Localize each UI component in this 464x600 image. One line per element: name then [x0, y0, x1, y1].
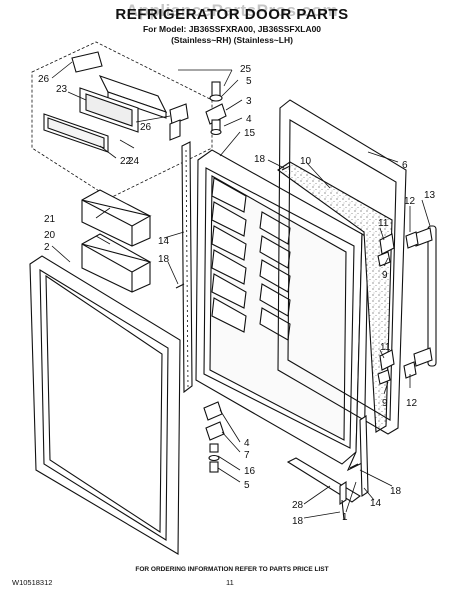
- handle-mounts: [377, 231, 419, 385]
- callout-28: 28: [292, 500, 304, 511]
- door-shelf-20: [81, 233, 152, 293]
- variant-line: (Stainless~RH) (Stainless~LH): [171, 35, 293, 45]
- callout-9: 9: [382, 398, 388, 409]
- callout-22: 22: [120, 156, 132, 167]
- outer-door-panel: [346, 232, 369, 472]
- callout-3: 3: [246, 96, 252, 107]
- bottom-trim: [286, 457, 361, 506]
- door-bin-assembly: [43, 51, 189, 153]
- callout-25: 25: [240, 64, 252, 75]
- callout-18: 18: [158, 254, 170, 265]
- callout-5: 5: [244, 480, 250, 491]
- callout-1: 1: [342, 512, 348, 523]
- callout-20: 20: [44, 230, 56, 241]
- callout-24: 24: [128, 156, 140, 167]
- callout-23: 23: [56, 84, 68, 95]
- door-handle: [413, 225, 437, 367]
- callout-14: 14: [158, 236, 170, 247]
- door-shelf-21: [81, 189, 152, 247]
- page-number: 11: [226, 578, 234, 587]
- trim-strip-right: [359, 414, 369, 498]
- callout-2: 2: [44, 242, 50, 253]
- callout-7: 7: [244, 450, 250, 461]
- callout-11: 11: [380, 342, 391, 353]
- door-gasket: [29, 255, 181, 555]
- callout-5: 5: [246, 76, 252, 87]
- callout-26: 26: [38, 74, 50, 85]
- callout-labels: 26 23 24 26 22 25 5 3 4 15 18 10 6 13 12…: [38, 64, 436, 527]
- trim-strip-left: [181, 141, 193, 394]
- callout-4: 4: [244, 438, 250, 449]
- callout-18: 18: [390, 486, 402, 497]
- callout-6: 6: [402, 160, 408, 171]
- callout-16: 16: [244, 466, 256, 477]
- top-hinge-parts: [205, 81, 227, 136]
- callout-13: 13: [424, 190, 436, 201]
- callout-18: 18: [292, 516, 304, 527]
- bin-assembly-outline: [31, 41, 213, 199]
- callout-4: 4: [246, 114, 252, 125]
- screws: [175, 165, 359, 521]
- model-line: For Model: JB36SSFXRA00, JB36SSFXLA00: [142, 24, 322, 34]
- ordering-note: FOR ORDERING INFORMATION REFER TO PARTS …: [135, 566, 329, 573]
- watermark: AppliancePartsPros.com: [125, 1, 339, 20]
- callout-11: 11: [378, 218, 389, 229]
- bottom-hinge-parts: [203, 401, 225, 473]
- document-number: W10518312: [12, 578, 53, 587]
- callout-21: 21: [44, 214, 56, 225]
- callout-12: 12: [406, 398, 418, 409]
- callout-18: 18: [254, 154, 266, 165]
- callout-12: 12: [404, 196, 416, 207]
- panel-frame: [277, 99, 407, 435]
- callout-14: 14: [370, 498, 382, 509]
- callout-26: 26: [140, 122, 152, 133]
- callout-15: 15: [244, 128, 256, 139]
- callout-9: 9: [382, 270, 388, 281]
- leader-lines: [51, 61, 431, 519]
- diagram-title: REFRIGERATOR DOOR PARTS: [115, 6, 349, 23]
- callout-10: 10: [300, 156, 312, 167]
